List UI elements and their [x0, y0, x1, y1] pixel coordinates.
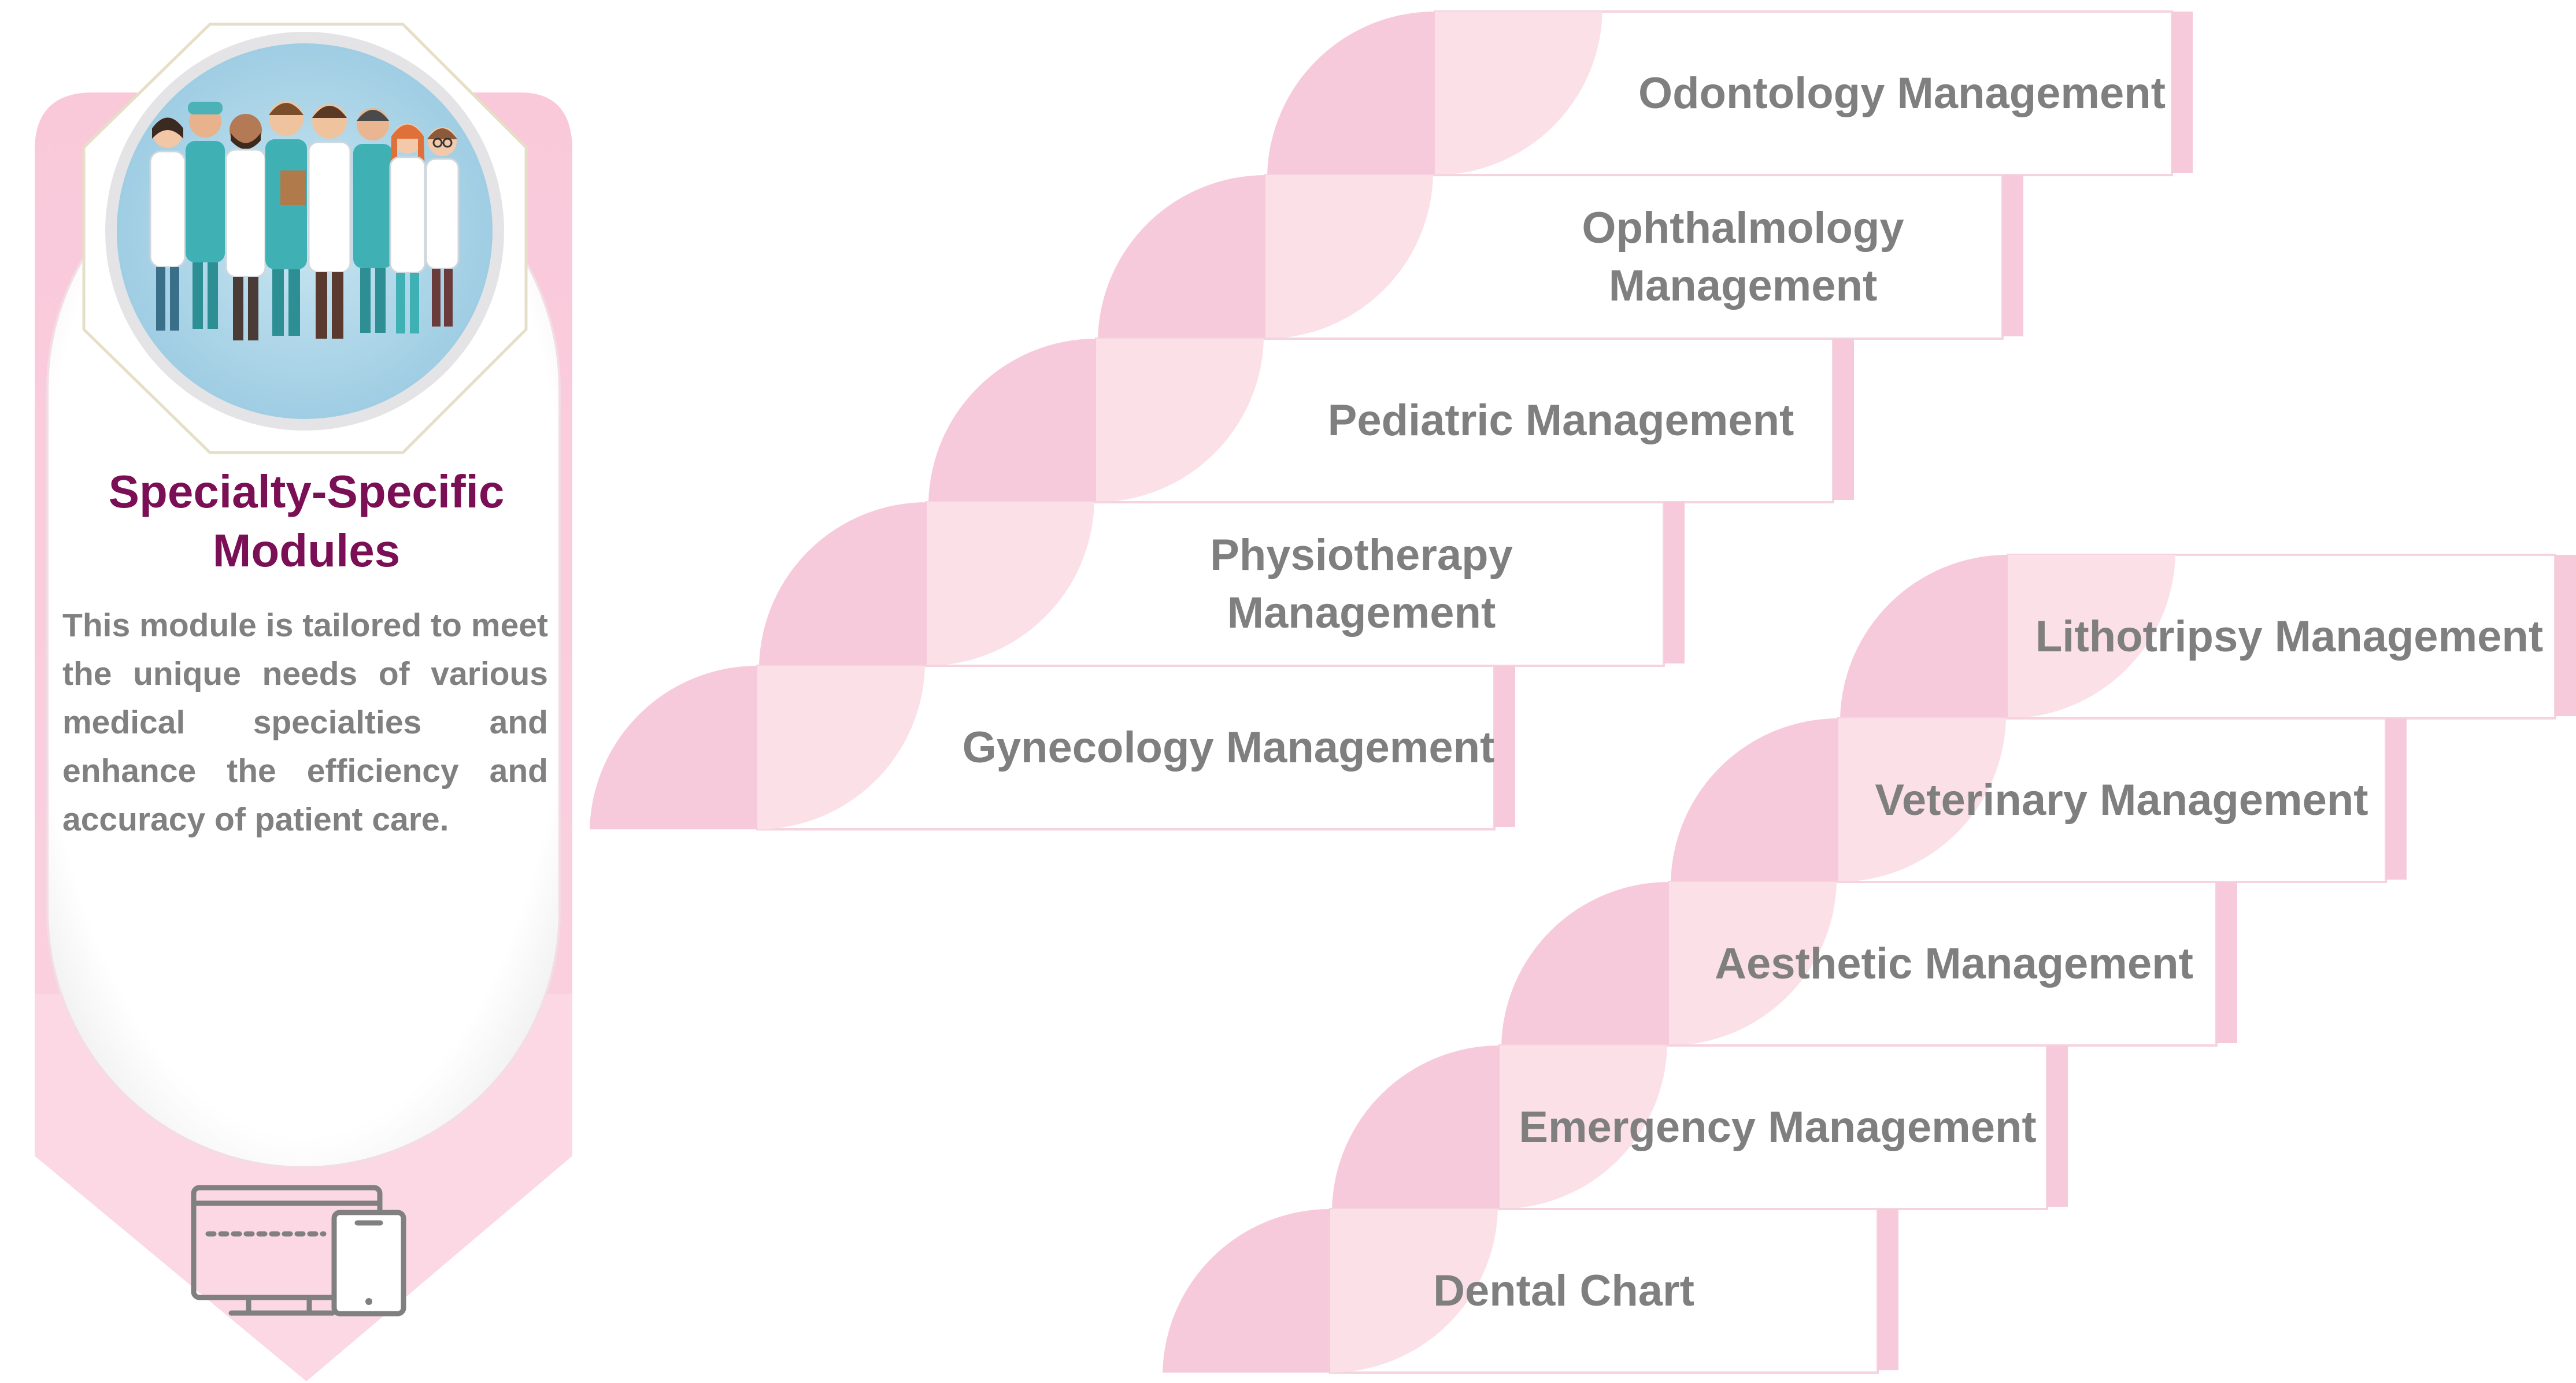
step-quarter-light [1265, 175, 1433, 339]
step-quarter-dark [1671, 718, 1838, 882]
module-label-line1: Emergency Management [1519, 1103, 2037, 1152]
module-label-line1: Odontology Management [1638, 69, 2166, 118]
panel-title: Specialty-Specific Modules [81, 462, 532, 580]
step-quarter-light [1330, 1209, 1498, 1373]
step-edge [2386, 718, 2407, 880]
module-step [1332, 1044, 2068, 1210]
module-step [1098, 174, 2023, 340]
step-edge [2172, 12, 2193, 173]
step-quarter-dark [1267, 11, 1435, 175]
module-label: Pediatric Management [1272, 392, 1850, 450]
panel-title-line2: Modules [212, 525, 401, 576]
step-quarter-dark [759, 502, 927, 666]
module-step [928, 338, 1854, 503]
step-quarter-light [1669, 882, 1837, 1045]
step-quarter-dark [1332, 1045, 1500, 1209]
info-panel [35, 23, 572, 1381]
step-quarter-light [1500, 1045, 1667, 1209]
module-label-line1: Pediatric Management [1327, 396, 1794, 445]
step-quarter-light [2008, 555, 2175, 718]
step-edge [1833, 339, 1854, 500]
module-label-line2: Management [1227, 588, 1496, 637]
module-label-line1: Veterinary Management [1875, 776, 2368, 825]
medical-team-illustration [149, 101, 460, 340]
module-step [1267, 10, 2193, 176]
panel-title-line1: Specialty-Specific [108, 466, 505, 517]
step-edge [1494, 666, 1515, 827]
module-label: Veterinary Management [1861, 772, 2382, 829]
step-edge [1664, 502, 1685, 663]
step-quarter-dark [590, 666, 757, 829]
step-quarter-dark [1098, 175, 1265, 339]
module-step [1163, 1208, 1898, 1374]
step-quarter-light [1435, 12, 1602, 175]
step-edge [2555, 555, 2576, 716]
panel-description: This module is tailored to meet the uniq… [62, 607, 548, 838]
step-quarter-light [1096, 339, 1264, 503]
module-label: Aesthetic Management [1694, 935, 2214, 993]
module-label-line1: Dental Chart [1433, 1266, 1694, 1315]
module-step [590, 665, 1515, 830]
desktop-and-tablet-icon [191, 1185, 406, 1317]
step-quarter-dark [1163, 1209, 1330, 1373]
module-label-line1: Lithotripsy Management [2035, 612, 2544, 661]
step-edge [2047, 1045, 2068, 1207]
step-quarter-light [1838, 718, 2006, 883]
module-step [759, 501, 1685, 667]
module-label-line1: Physiotherapy [1210, 531, 1513, 580]
module-staircases [590, 10, 2576, 1374]
step-quarter-dark [928, 339, 1096, 502]
module-label: Gynecology Management [939, 719, 1518, 777]
step-edge [2003, 175, 2023, 336]
module-label-line1: Gynecology Management [962, 723, 1495, 772]
module-label-line1: Aesthetic Management [1715, 939, 2193, 988]
module-label: Emergency Management [1518, 1099, 2038, 1156]
module-step [1501, 881, 2237, 1047]
step-quarter-light [757, 666, 925, 829]
module-label: Lithotripsy Management [2023, 608, 2555, 666]
step-edge [2216, 882, 2237, 1043]
module-label: Dental Chart [1361, 1262, 1766, 1320]
step-quarter-dark [1501, 882, 1669, 1045]
module-label-line2: Management [1608, 261, 1878, 310]
step-quarter-light [927, 502, 1094, 666]
module-step [1671, 717, 2407, 883]
step-quarter-dark [1840, 555, 2008, 718]
step-edge [1878, 1209, 1898, 1370]
module-label: Odontology Management [1613, 65, 2191, 123]
module-label-line1: Ophthalmology [1582, 203, 1904, 253]
module-step [1840, 554, 2576, 720]
